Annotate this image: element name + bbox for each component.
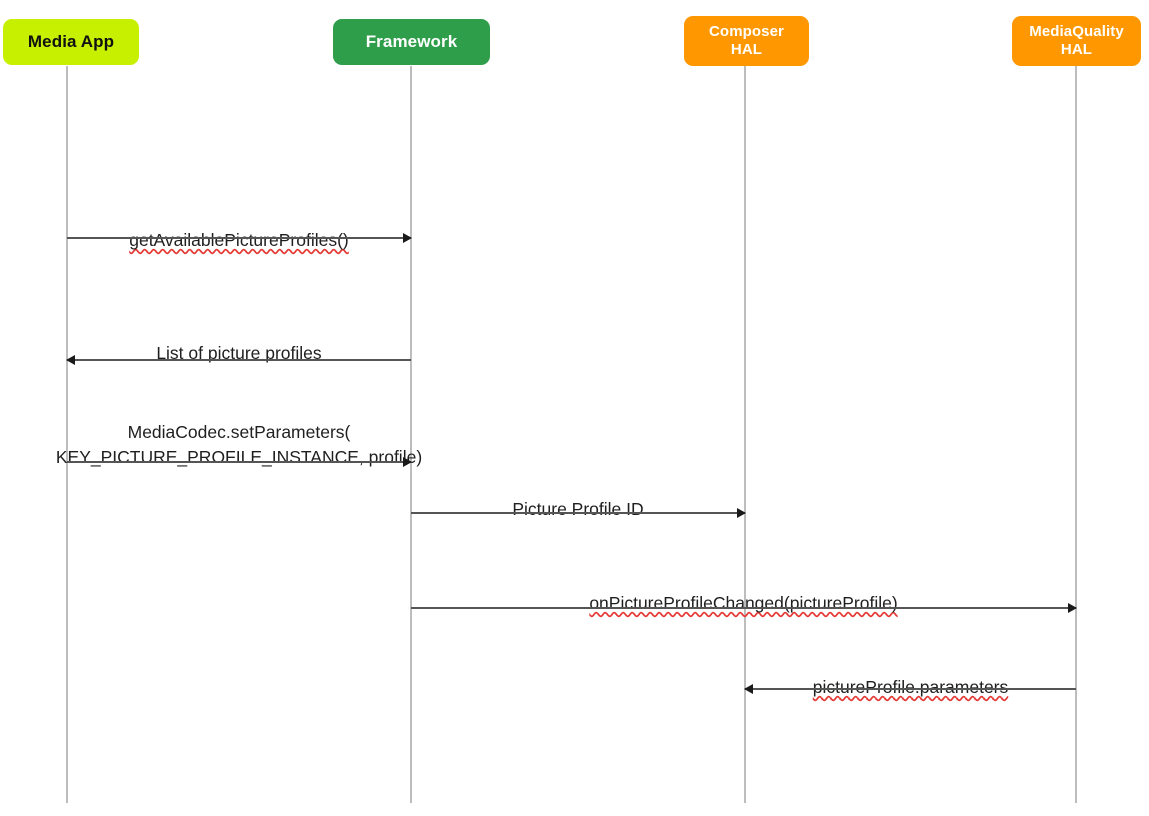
message-arrow-get-available-picture-profiles — [67, 233, 412, 243]
arrowhead-right-icon — [1068, 603, 1077, 613]
lifeline-mediaquality-hal — [1075, 66, 1077, 803]
lifeline-framework — [410, 66, 412, 803]
message-label-list-of-picture-profiles: List of picture profiles — [156, 343, 322, 363]
message-arrow-picture-profile-parameters — [744, 684, 1076, 694]
message-arrow-on-picture-profile-changed — [411, 603, 1077, 613]
arrowhead-left-icon — [744, 684, 753, 694]
participant-media-app-label: Media App — [27, 31, 115, 51]
message-arrow-mediacodec-set-parameters — [67, 457, 412, 467]
participant-mediaquality-hal-label: MediaQuality HAL — [1029, 23, 1124, 58]
participant-framework-label: Framework — [365, 31, 458, 51]
arrowhead-right-icon — [737, 508, 746, 518]
participant-media-app: Media App — [3, 19, 139, 65]
lifeline-media-app — [66, 66, 68, 803]
message-arrow-list-of-picture-profiles — [66, 355, 411, 365]
arrowhead-right-icon — [403, 457, 412, 467]
participant-composer-hal: Composer HAL — [684, 16, 809, 66]
message-label-mediacodec-set-parameters: MediaCodec.setParameters( KEY_PICTURE_PR… — [55, 422, 423, 467]
participant-composer-hal-label: Composer HAL — [709, 23, 784, 58]
participant-mediaquality-hal: MediaQuality HAL — [1012, 16, 1141, 66]
participant-framework: Framework — [333, 19, 490, 65]
lifeline-composer-hal — [744, 66, 746, 803]
arrowhead-right-icon — [403, 233, 412, 243]
message-label-picture-profile-id: Picture Profile ID — [512, 499, 644, 519]
arrowhead-left-icon — [66, 355, 75, 365]
message-arrow-picture-profile-id — [411, 508, 746, 518]
message-label-picture-profile-parameters: pictureProfile.parameters — [812, 677, 1009, 697]
message-label-get-available-picture-profiles: getAvailablePictureProfiles() — [129, 230, 349, 250]
